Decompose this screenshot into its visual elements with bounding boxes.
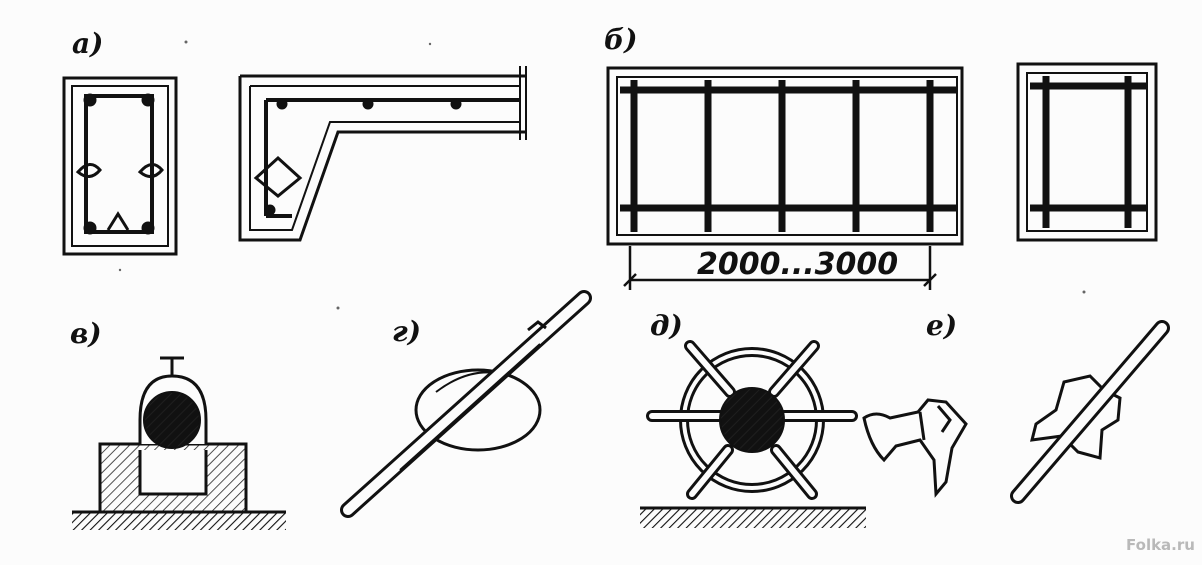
watermark: Folka.ru — [1126, 536, 1195, 554]
scan-specks — [118, 40, 1086, 310]
label-g: г) — [392, 315, 421, 348]
label-b: б) — [604, 23, 638, 56]
dimension-line — [623, 246, 937, 290]
clip-on-bar-e — [1010, 320, 1170, 504]
label-v: в) — [70, 317, 102, 350]
spacer-block-v — [72, 356, 286, 530]
label-e: е) — [926, 309, 958, 342]
column-section-a — [62, 76, 178, 256]
beam-slab-section-a — [238, 66, 527, 242]
reinforcement-panel-side — [1016, 62, 1158, 242]
reinforcement-panel-front — [606, 66, 964, 246]
label-d: д) — [650, 309, 683, 342]
clip-loose-e — [862, 398, 968, 498]
dimension-label: 2000...3000 — [697, 247, 899, 282]
clip-spacer-g — [340, 290, 592, 518]
wheel-spacer-d — [640, 340, 866, 528]
label-a: а) — [72, 27, 104, 60]
